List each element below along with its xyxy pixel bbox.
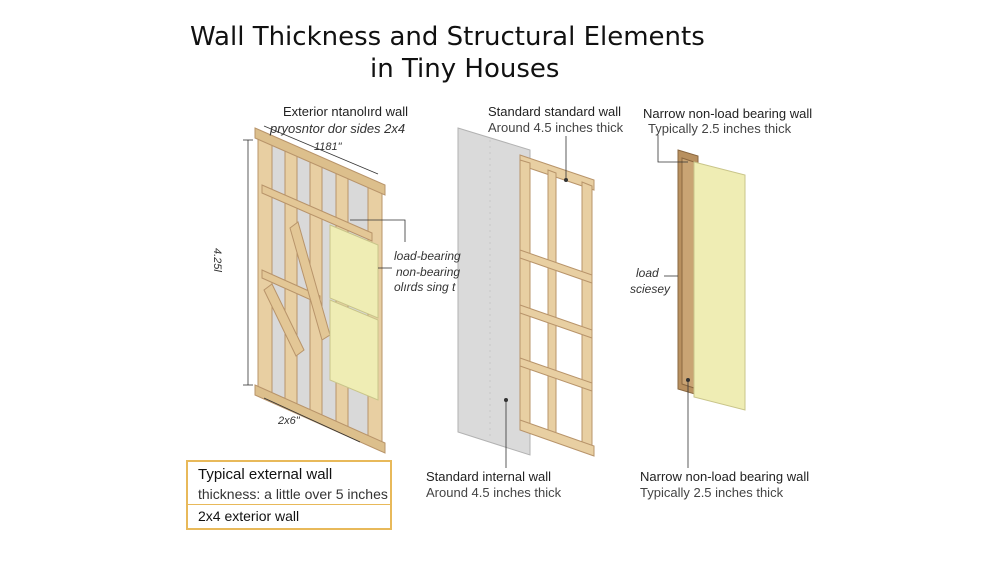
standard-wall-bottom-subtitle: Around 4.5 inches thick xyxy=(426,485,562,500)
narrow-wall-bottom-title: Narrow non-load bearing wall xyxy=(640,469,810,484)
standard-wall-bottom-title: Standard internal wall xyxy=(426,469,552,484)
bottom-dimension-label: 2x6" xyxy=(278,415,300,427)
depth-dimension-line xyxy=(263,397,361,443)
narrow-wall-top-subtitle: Typically 2.5 inches thick xyxy=(648,121,792,136)
title-line-2: in Tiny Houses xyxy=(370,54,560,84)
callout-line-3: 2x4 exterior wall xyxy=(198,508,300,524)
drywall-panel xyxy=(457,127,531,456)
narrow-wall xyxy=(657,135,746,468)
narrow-insulation xyxy=(693,161,746,411)
stud xyxy=(284,143,298,411)
narrow-side-note-1: load xyxy=(636,266,659,280)
standard-wall-top-title: Standard standard wall xyxy=(488,104,621,119)
diagonal-brace xyxy=(263,283,305,357)
exterior-wall-frame xyxy=(243,125,406,454)
non-bearing-note: non-bearing xyxy=(396,265,461,279)
load-bearing-note: load-bearing xyxy=(394,249,461,263)
exterior-wall-subheading: pryosntor dor sides 2x4 xyxy=(270,121,406,136)
narrow-wall-top-title: Narrow non-load bearing wall xyxy=(643,106,813,121)
callout-divider xyxy=(188,504,390,505)
narrow-wall-bottom-subtitle: Typically 2.5 inches thick xyxy=(640,485,784,500)
height-dimension-label: 4.25l xyxy=(211,248,223,272)
width-dimension-line xyxy=(263,125,379,175)
narrow-side-note-2: sciesey xyxy=(630,282,671,296)
bottom-plate xyxy=(254,384,386,454)
stud xyxy=(257,131,273,399)
title-line-1: Wall Thickness and Structural Elements xyxy=(190,22,705,52)
top-dimension-label: 1181" xyxy=(314,141,342,153)
blocking xyxy=(261,184,373,242)
external-wall-callout: Typical external wall thickness: a littl… xyxy=(186,460,392,530)
standard-wall-top-subtitle: Around 4.5 inches thick xyxy=(488,120,624,135)
insulation-panel xyxy=(329,299,379,401)
exterior-wall-heading: Exterior ntanolırd wall xyxy=(283,104,408,119)
callout-line-2: thickness: a little over 5 inches xyxy=(198,486,388,502)
callout-line-1: Typical external wall xyxy=(198,466,333,483)
leader-line xyxy=(350,219,406,242)
top-plate xyxy=(254,127,386,196)
boards-note: olırds sing t xyxy=(394,280,456,294)
standard-wall xyxy=(457,127,595,468)
insulation-panel xyxy=(329,224,379,319)
